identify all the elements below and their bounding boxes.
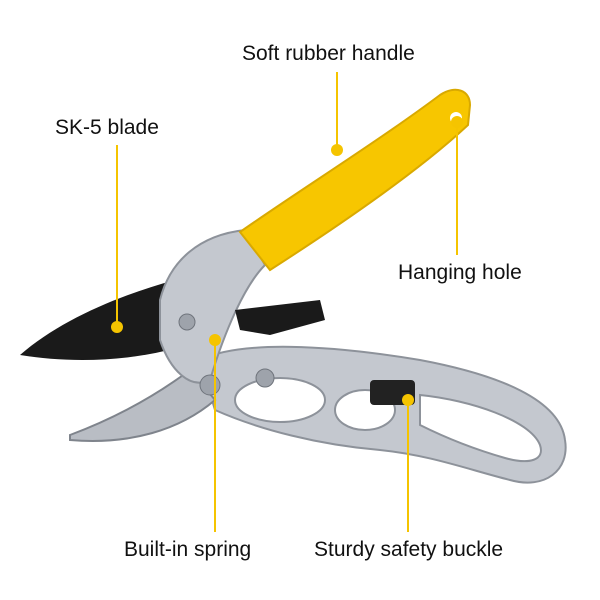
callout-handle: Soft rubber handle bbox=[242, 42, 415, 65]
sk5-blade bbox=[20, 280, 200, 360]
pivot-screw bbox=[199, 374, 221, 396]
callout-spring: Built-in spring bbox=[124, 538, 252, 561]
callout-buckle: Sturdy safety buckle bbox=[314, 538, 504, 561]
callout-dot-buckle bbox=[402, 394, 414, 406]
callout-blade: SK-5 blade bbox=[55, 116, 159, 139]
latch bbox=[235, 300, 325, 335]
rubber-handle bbox=[238, 88, 472, 272]
callout-dot-hole bbox=[451, 116, 463, 128]
callout-dot-handle bbox=[331, 144, 343, 156]
upper-body bbox=[159, 228, 267, 384]
grip-opening bbox=[419, 393, 542, 463]
finger-hole-1 bbox=[234, 377, 326, 423]
callout-dot-spring bbox=[209, 334, 221, 346]
callout-hole: Hanging hole bbox=[398, 261, 522, 284]
rivet bbox=[255, 368, 275, 388]
callout-dot-blade bbox=[111, 321, 123, 333]
nut bbox=[178, 313, 196, 331]
